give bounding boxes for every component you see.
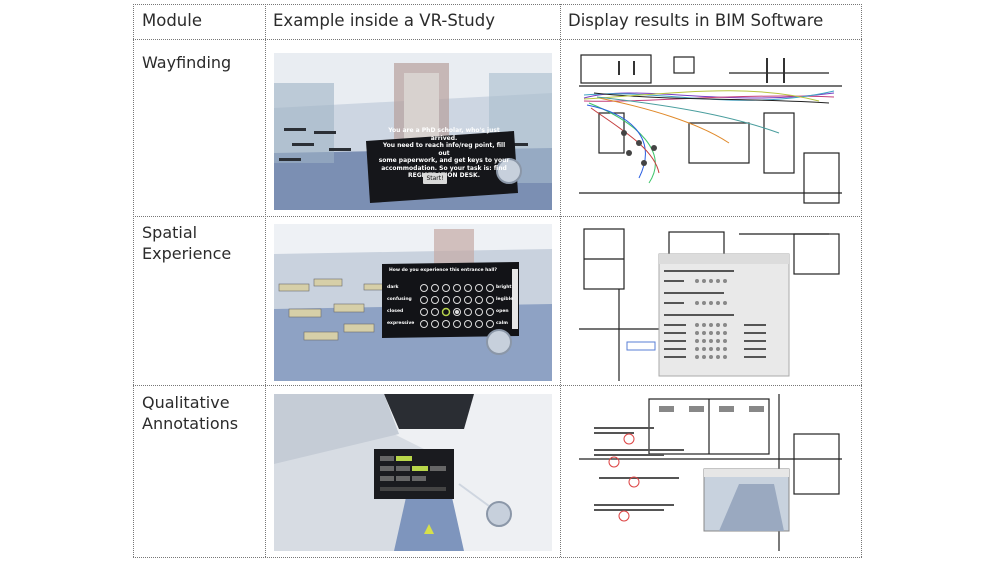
panel-line: accommodation. So your task is: find (381, 164, 507, 172)
module-qualitative-line2: Annotations (142, 414, 239, 433)
scale-label-right: legible (496, 297, 514, 302)
vr-wayfinding-screenshot: You are a PhD scholar, who's just arrive… (274, 53, 552, 210)
module-qualitative-line1: Qualitative (142, 393, 230, 412)
scale-label-left: dark (387, 285, 399, 290)
scale-label-left: expressive (387, 321, 415, 326)
header-module: Module (142, 11, 202, 30)
module-spatial-line2: Experience (142, 244, 232, 263)
scale-label-left: confusing (387, 297, 412, 302)
vr-spatial-screenshot: How do you experience this entrance hall… (274, 224, 552, 381)
spatial-left-labels: dark confusing closed expressive (387, 282, 414, 330)
table-border-row1 (133, 216, 862, 217)
spatial-right-labels: bright legible open calm (496, 282, 513, 330)
scale-label-right: bright (496, 285, 512, 290)
table-border-top (133, 4, 862, 5)
table-border-bottom (133, 557, 862, 558)
table-border-row2 (133, 385, 862, 386)
table-border-col2 (560, 4, 561, 557)
bim-annotation-plan (579, 394, 842, 551)
scale-label-right: calm (496, 321, 508, 326)
header-bim-results: Display results in BIM Software (568, 11, 824, 30)
scale-label-left: closed (387, 309, 404, 314)
spatial-question: How do you experience this entrance hall… (389, 268, 498, 273)
bim-spatial-plan (579, 224, 842, 381)
header-vr-example: Example inside a VR-Study (273, 11, 495, 30)
scale-label-right: open (496, 309, 509, 314)
panel-line: You need to reach info/reg point, fill o… (382, 142, 506, 157)
wayfinding-panel-text: You are a PhD scholar, who's just arrive… (378, 127, 510, 180)
table-border-right (861, 4, 862, 557)
spatial-rating-grid[interactable] (419, 283, 499, 333)
bim-wayfinding-plan (579, 53, 842, 210)
module-wayfinding: Wayfinding (142, 53, 232, 72)
table-border-left (133, 4, 134, 557)
table-border-header (133, 39, 862, 40)
panel-line: some paperwork, and get keys to your (378, 157, 510, 164)
table-border-col1 (265, 4, 266, 557)
module-spatial-line1: Spatial (142, 223, 198, 242)
panel-line: You are a PhD scholar, who's just arrive… (388, 127, 500, 142)
wayfinding-start-button[interactable]: Start! (423, 173, 447, 184)
vr-annotation-screenshot (274, 394, 552, 551)
